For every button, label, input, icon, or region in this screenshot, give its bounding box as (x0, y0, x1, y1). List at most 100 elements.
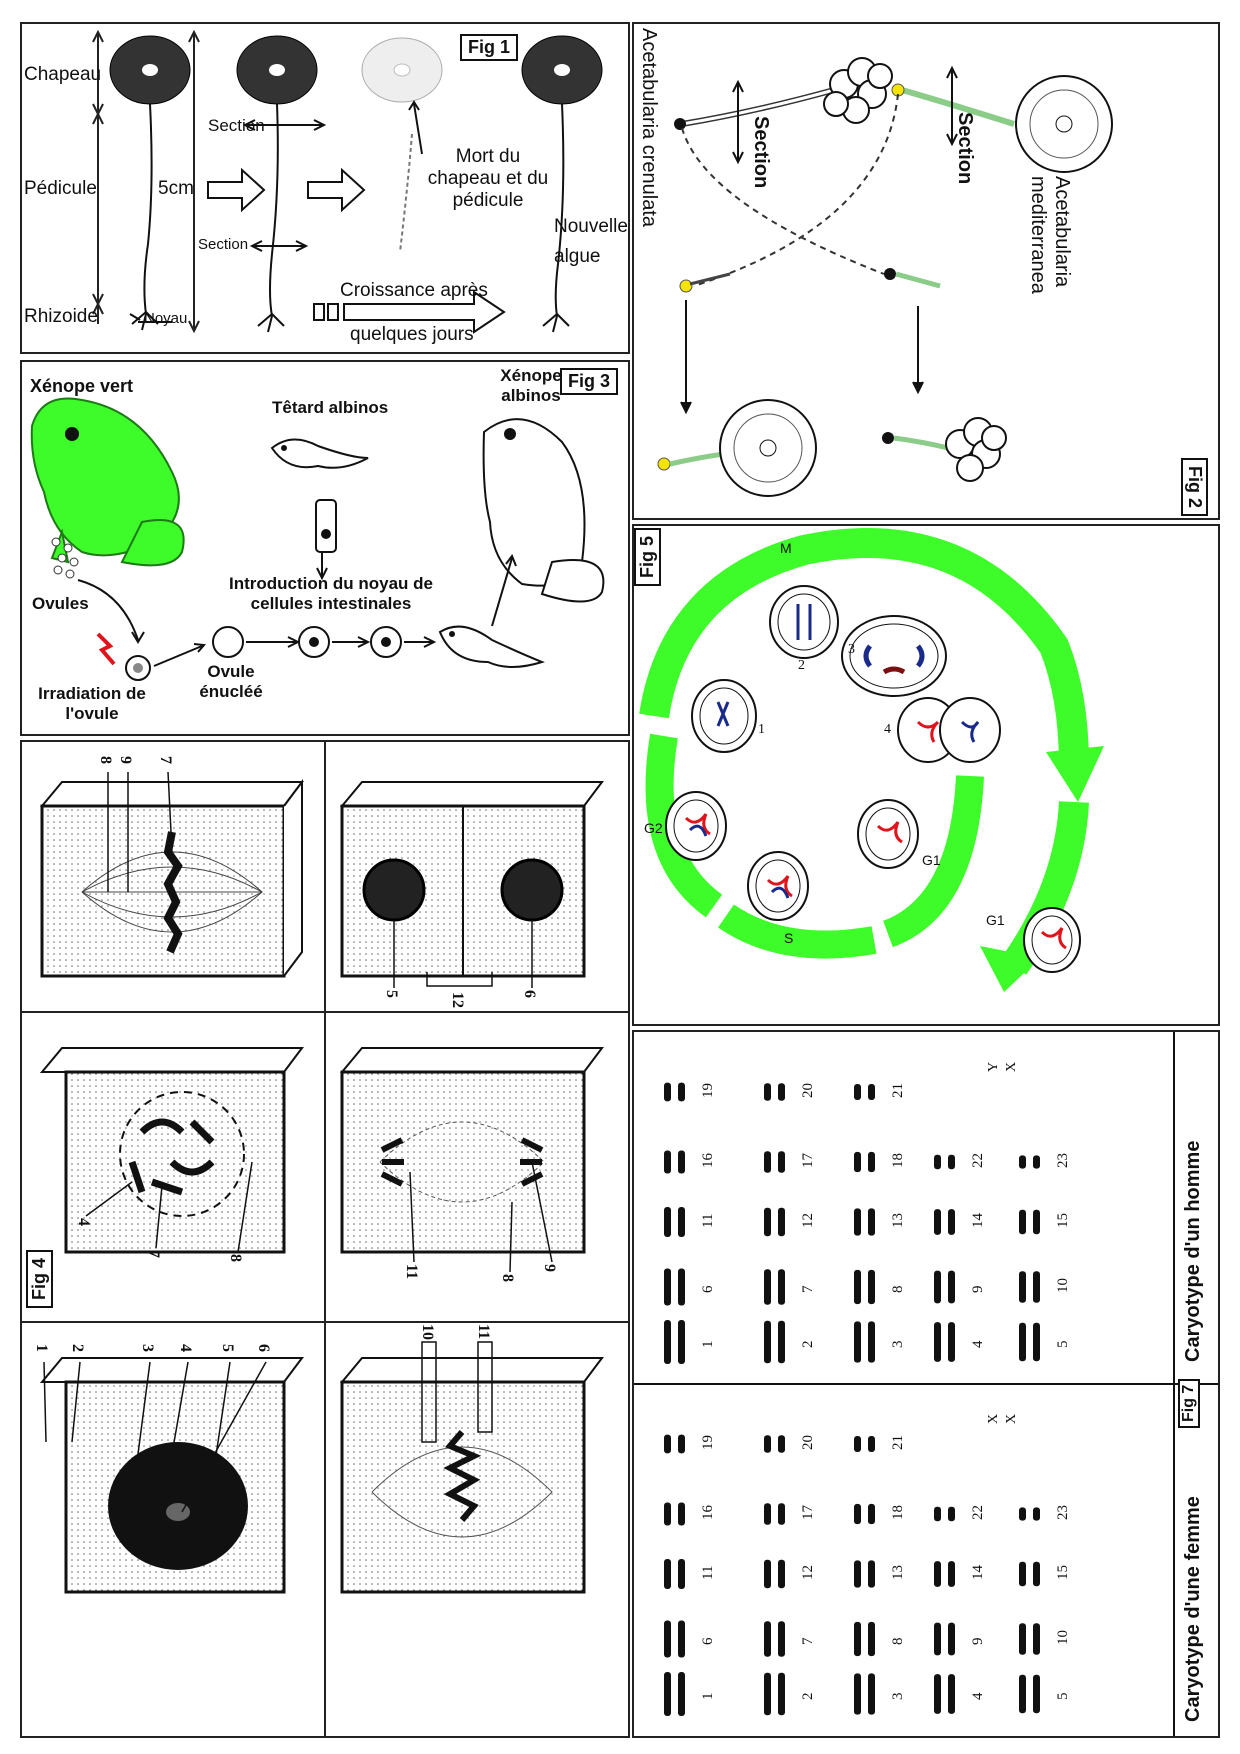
pair-number-8-homme: 8 (890, 1285, 906, 1294)
fig4-num-5b: 5 (219, 1344, 236, 1352)
chromosome-6-femme (678, 1620, 685, 1658)
pair-number-17-femme: 17 (800, 1505, 816, 1520)
chromosome-6-homme (664, 1268, 671, 1306)
pair-number-6-femme: 6 (700, 1637, 716, 1646)
pair-number-13-femme: 13 (890, 1565, 906, 1580)
chromosome-2-homme (778, 1320, 785, 1364)
stage-4-label: 4 (884, 722, 891, 737)
fig4-num-11b: 11 (475, 1324, 492, 1340)
chromosome-5-homme (1033, 1322, 1040, 1362)
pair-number-7-homme: 7 (800, 1285, 816, 1294)
pair-number-14-femme: 14 (970, 1565, 986, 1580)
noyau-label: Noyau (144, 310, 188, 327)
chromosome-22-femme (948, 1506, 955, 1522)
xenope-vert-label: Xénope vert (30, 376, 134, 396)
fig4-num-10: 10 (419, 1324, 436, 1340)
size-label: 5cm (158, 178, 194, 199)
chromosome-13-femme (868, 1560, 875, 1588)
chromosome-21-homme (868, 1084, 875, 1100)
pair-number-18-homme: 18 (890, 1153, 906, 1168)
pair-number-23-femme: 23 (1055, 1505, 1071, 1520)
stage-2-label: 2 (798, 658, 805, 673)
pair-number-10-femme: 10 (1055, 1630, 1071, 1645)
chromosome-15-homme (1019, 1209, 1026, 1235)
fig4-num-11a: 11 (403, 1264, 420, 1280)
chromosome-5-femme (1033, 1674, 1040, 1714)
pair-number-12-femme: 12 (800, 1565, 816, 1580)
nouvelle-label: Nouvelle algue (554, 216, 628, 267)
chromosome-22-homme (934, 1154, 941, 1170)
chromosome-4-homme (934, 1322, 941, 1362)
fig4-tag: Fig 4 (26, 1249, 53, 1308)
chromosome-12-homme (764, 1207, 771, 1237)
fig1-panel: Fig 1 Chapeau Pédicule Rhizoide Noyau 5c… (20, 22, 630, 354)
fig7-tag: Fig 7 (1178, 1378, 1200, 1428)
new-alga (521, 35, 603, 333)
chromosome-3-femme (854, 1673, 861, 1715)
fig4-num-3: 3 (139, 1344, 156, 1352)
chromosome-5-femme (1019, 1674, 1026, 1714)
chromosome-14-femme (934, 1561, 941, 1587)
fig4-num-8a: 8 (97, 756, 114, 764)
fig3-drawing (30, 397, 605, 681)
pair-number-1-femme: 1 (700, 1692, 716, 1701)
chromosome-8-homme (854, 1269, 861, 1305)
chromosome-11-femme (664, 1559, 671, 1589)
karyotype-femme-chromosomes (664, 1434, 1040, 1716)
chromosome-14-homme (934, 1209, 941, 1235)
fig4-num-4a: 4 (75, 1218, 92, 1226)
chromosome-17-femme (778, 1503, 785, 1525)
fig4-num-2: 2 (69, 1344, 86, 1352)
chromosome-7-homme (764, 1269, 771, 1305)
pair-number-19-homme: 19 (700, 1083, 716, 1098)
cell-anaphase-early (339, 1357, 604, 1594)
chromosome-15-homme (1033, 1209, 1040, 1235)
chromosome-9-femme (934, 1622, 941, 1656)
chromosome-14-femme (948, 1561, 955, 1587)
pair-number-13-homme: 13 (890, 1213, 906, 1228)
pair-number-15-femme: 15 (1055, 1565, 1071, 1580)
chromosome-13-homme (854, 1208, 861, 1236)
chromosome-15-femme (1019, 1561, 1026, 1587)
femme-title: Caryotype d'une femme (1182, 1496, 1204, 1722)
fig4-num-6b: 6 (255, 1344, 272, 1352)
pair-number-3-femme: 3 (890, 1692, 906, 1701)
chromosome-7-femme (778, 1621, 785, 1657)
pair-number-3-homme: 3 (890, 1340, 906, 1349)
fig4-num-8b: 8 (227, 1254, 244, 1262)
pair-number-9-femme: 9 (970, 1637, 986, 1646)
chromosome-14-homme (948, 1209, 955, 1235)
dead-alga (361, 37, 443, 253)
fig5-drawing (639, 527, 1104, 992)
pair-number-5-femme: 5 (1055, 1692, 1071, 1701)
chromosome-20-homme (778, 1083, 785, 1101)
chromosome-21-homme (854, 1084, 861, 1100)
chromosome-1-femme (664, 1672, 671, 1716)
fig4-grid (22, 742, 628, 1736)
fig2-tag: Fig 2 (1181, 458, 1208, 517)
croissance-label: Croissance après (340, 280, 488, 301)
chromosome-9-homme (948, 1270, 955, 1304)
pair-number-2-femme: 2 (800, 1692, 816, 1701)
pair-number-2-homme: 2 (800, 1340, 816, 1349)
cell-anaphase (339, 1047, 604, 1254)
cell-telophase (339, 781, 604, 978)
mort-label: Mort du chapeau et du pédicule (427, 146, 549, 211)
pair-number-7-femme: 7 (800, 1637, 816, 1646)
pair-number-21-homme: 21 (890, 1083, 906, 1098)
chromosome-18-femme (854, 1503, 861, 1525)
chromosome-1-homme (678, 1320, 685, 1364)
pair-number-4-homme: 4 (970, 1340, 986, 1349)
cell-prophase (39, 1047, 304, 1254)
phase-g2-label: G2 (644, 820, 663, 836)
stage-1-label: 1 (758, 722, 765, 737)
chapeau-label: Chapeau (24, 64, 102, 85)
chromosome-20-femme (764, 1435, 771, 1453)
xenope-albinos-label: Xénope albinos (500, 366, 562, 405)
fig4-num-7b: 7 (145, 1250, 162, 1258)
pair-number-14-homme: 14 (970, 1213, 986, 1228)
phase-g1-label: G1 (922, 852, 941, 868)
fig7-drawing (634, 1032, 1218, 1736)
pair-number-4-femme: 4 (970, 1692, 986, 1701)
chromosome-23-femme (1033, 1507, 1040, 1521)
